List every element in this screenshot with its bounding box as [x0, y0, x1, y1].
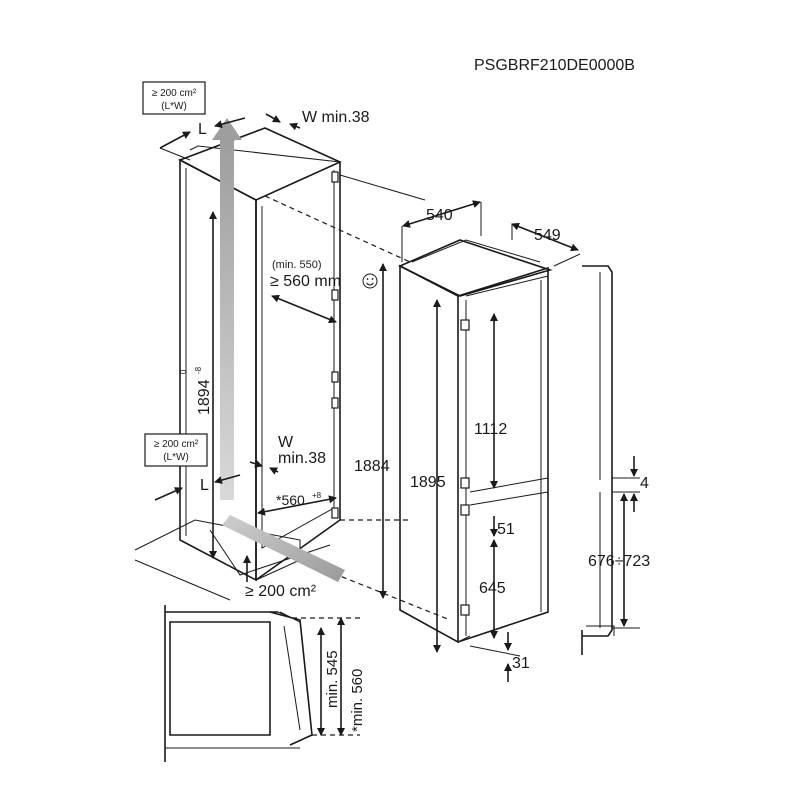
vent-bottom-width-min: min.38 [278, 450, 326, 467]
door-range: 676÷723 [588, 553, 650, 570]
niche-depth-dimension: (min. 550) ≥ 560 mm [270, 259, 378, 324]
refrigerator-appliance [398, 239, 553, 644]
vent-top-width: W min.38 [302, 109, 370, 126]
floor-ventilation: ≥ 200 cm² [243, 555, 317, 600]
gap-dimension: 4 [630, 456, 649, 512]
gap-value: 4 [640, 475, 649, 492]
door-range-dimension: 676÷723 [588, 493, 650, 627]
airflow-arrow [212, 118, 345, 582]
niche-width-tol: +8 [312, 491, 322, 500]
plan-min-inner: min. 545 [324, 650, 341, 708]
lower-offset-dimension: 51 [490, 516, 515, 538]
hinge-icon [331, 171, 339, 519]
plan-min-outer-dimension: *min. 560 [337, 617, 366, 736]
appliance-niche-height-dimension: 1884 [354, 263, 390, 599]
bottom-offset-dimension: 31 [469, 632, 530, 682]
niche-height-value: 1894 [196, 379, 213, 415]
appliance-depth-dimension: 549 [511, 222, 581, 267]
plan-view [164, 605, 360, 762]
door-side-profile [581, 265, 640, 655]
total-height-dimension: 1895 [410, 299, 446, 653]
niche-depth-value: ≥ 560 mm [270, 273, 341, 290]
floor-vent-area: ≥ 200 cm² [245, 583, 317, 600]
bottom-offset: 31 [512, 655, 530, 672]
vent-top-formula: (L*W) [161, 101, 187, 112]
upper-door-dimension: 1112 [474, 313, 507, 489]
plan-min-outer: *min. 560 [349, 669, 366, 732]
upper-door-height: 1112 [474, 421, 507, 438]
appliance-width-dimension: 540 [401, 200, 482, 262]
niche-height-dimension: 1894 0 -8 [179, 211, 217, 559]
lower-door-dimension: 645 [479, 539, 506, 639]
vent-bottom-length: L [200, 477, 209, 494]
appliance-width: 540 [426, 207, 453, 224]
vent-bottom-formula: (L*W) [163, 452, 189, 463]
niche-width-dimension: *560 +8 [257, 491, 337, 516]
appliance-depth: 549 [534, 227, 561, 244]
plan-min-inner-dimension: min. 545 [317, 627, 341, 736]
lower-offset: 51 [497, 521, 515, 538]
niche-height-tol-lower: -8 [194, 366, 203, 374]
ventilation-top: ≥ 200 cm² (L*W) L W min.38 [142, 81, 370, 149]
niche-width-value: *560 [276, 492, 305, 508]
vent-top-area: ≥ 200 cm² [152, 88, 197, 99]
niche-depth-min: (min. 550) [272, 259, 322, 271]
total-height: 1895 [410, 474, 446, 491]
product-code: PSGBRF210DE0000B [474, 57, 635, 74]
vent-bottom-area: ≥ 200 cm² [154, 439, 199, 450]
smiley-icon [362, 273, 378, 289]
niche-height-tol-upper: 0 [179, 369, 188, 374]
vent-bottom-width-w: W [278, 434, 294, 451]
niche-height-1884: 1884 [354, 458, 390, 475]
ventilation-bottom: ≥ 200 cm² (L*W) L W min.38 [144, 433, 326, 501]
lower-door-height: 645 [479, 580, 506, 597]
vent-top-length: L [198, 121, 207, 138]
